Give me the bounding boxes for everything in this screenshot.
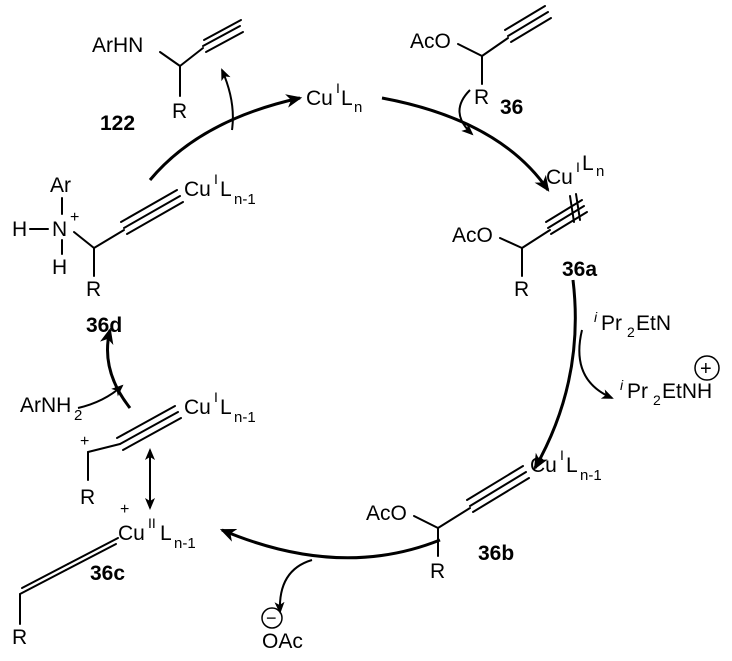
cu-36a-n: n (596, 163, 604, 180)
h-bottom-36d: H (52, 256, 67, 279)
catalyst-oxidation: I (336, 80, 340, 96)
compound-36b: AcO Cu I L n-1 R 36b (366, 447, 602, 583)
cu-cation-L: L (220, 396, 232, 419)
cycle-arcs (100, 94, 577, 560)
propargyl-cation: + Cu I L n-1 R (80, 389, 256, 509)
catalyst-cuiln: Cu I L n (306, 80, 362, 116)
label-36a: 36a (562, 258, 597, 281)
arhn-label: ArHN (92, 34, 143, 57)
r-cation: R (80, 486, 95, 509)
cu-36a-L: L (582, 152, 594, 175)
r-36c: R (12, 626, 27, 649)
arnh2-label: ArNH (20, 394, 71, 417)
cu-36b-n: n-1 (580, 467, 602, 484)
cu-36b-ox: I (560, 447, 564, 463)
cu-36c-plus: + (120, 501, 129, 518)
minus-circle (261, 607, 283, 629)
label-36b: 36b (478, 542, 514, 565)
r-36b: R (430, 560, 445, 583)
cu-36d-L: L (220, 178, 232, 201)
r-122: R (172, 100, 187, 123)
catalyst-n: n (354, 99, 362, 116)
cu-36c: Cu (118, 522, 145, 545)
label-122: 122 (100, 112, 135, 135)
compound-36: AcO R 36 (410, 5, 552, 119)
cu-36a-ox: I (576, 159, 580, 175)
r-36a: R (514, 278, 529, 301)
cu-36c-n: n-1 (174, 535, 196, 552)
ar-36d: Ar (50, 174, 71, 197)
catalyst-cu: Cu (306, 87, 333, 110)
hbase-etnh: EtNH (662, 380, 712, 403)
aniline-reagent: ArNH 2 (20, 394, 82, 424)
arc-36a-to-36b (533, 279, 577, 470)
r-36: R (474, 86, 489, 109)
base-2: 2 (627, 324, 635, 340)
aco-36: AcO (410, 30, 451, 53)
plus-circle (694, 355, 720, 381)
cu-cation-n: n-1 (234, 409, 256, 426)
catalyst-L: L (341, 87, 353, 110)
arrow-arnh2-in (77, 384, 124, 409)
base-reagent: i Pr 2 EtN (594, 309, 671, 340)
h-left-36d: H (12, 218, 27, 241)
arc-122-to-catalyst (148, 94, 303, 181)
r-36d: R (86, 278, 101, 301)
hbase-pr: Pr (627, 380, 648, 403)
arrow-oac-out (274, 559, 313, 614)
label-36d: 36d (86, 314, 122, 337)
aco-36a: AcO (452, 224, 493, 247)
cu-36c-L: L (160, 522, 172, 545)
cu-36b-L: L (566, 454, 578, 477)
cu-36d-ox: I (214, 171, 218, 187)
n-36d-plus: + (70, 209, 79, 226)
compound-122: ArHN R 122 (92, 19, 244, 135)
oac-minus: − (266, 608, 277, 628)
base-i: i (594, 309, 598, 325)
arc-cation-to-36d (100, 327, 132, 409)
oac-label: OAc (262, 630, 303, 653)
cu-36d-n: n-1 (234, 191, 256, 208)
cu-36a: Cu (546, 166, 573, 189)
aco-36b: AcO (366, 502, 407, 525)
cu-36d: Cu (184, 178, 211, 201)
label-36c: 36c (90, 562, 125, 585)
compound-36a: AcO Cu I L n R 36a (452, 152, 604, 301)
hbase-plus: + (700, 358, 712, 380)
cu-cation-ox: I (214, 389, 218, 405)
compound-36c: Cu II L n-1 + R 36c (12, 501, 196, 649)
base-pr: Pr (601, 312, 622, 335)
label-36: 36 (500, 96, 523, 119)
side-arrows (77, 68, 614, 614)
cation-plus: + (80, 433, 89, 450)
arc-36b-to-36c (219, 528, 441, 560)
hbase-i: i (620, 377, 624, 393)
arrow-36-in (458, 89, 474, 136)
protonated-base: i Pr 2 EtNH + (620, 355, 720, 408)
acetate-anion: − OAc (261, 607, 303, 653)
arc-catalyst-to-36a (381, 96, 550, 192)
compound-36d: Ar N + H H Cu I L n-1 R 36d (12, 171, 256, 337)
cu-36c-ox: II (148, 515, 156, 531)
cu-36b: Cu (530, 454, 557, 477)
arnh2-sub: 2 (74, 407, 82, 424)
n-36d: N (52, 218, 67, 241)
arrow-release-122 (221, 68, 234, 131)
cu-cation: Cu (184, 396, 211, 419)
hbase-2: 2 (653, 392, 661, 408)
base-etn: EtN (636, 312, 671, 335)
arrow-base-in-out (578, 329, 614, 399)
